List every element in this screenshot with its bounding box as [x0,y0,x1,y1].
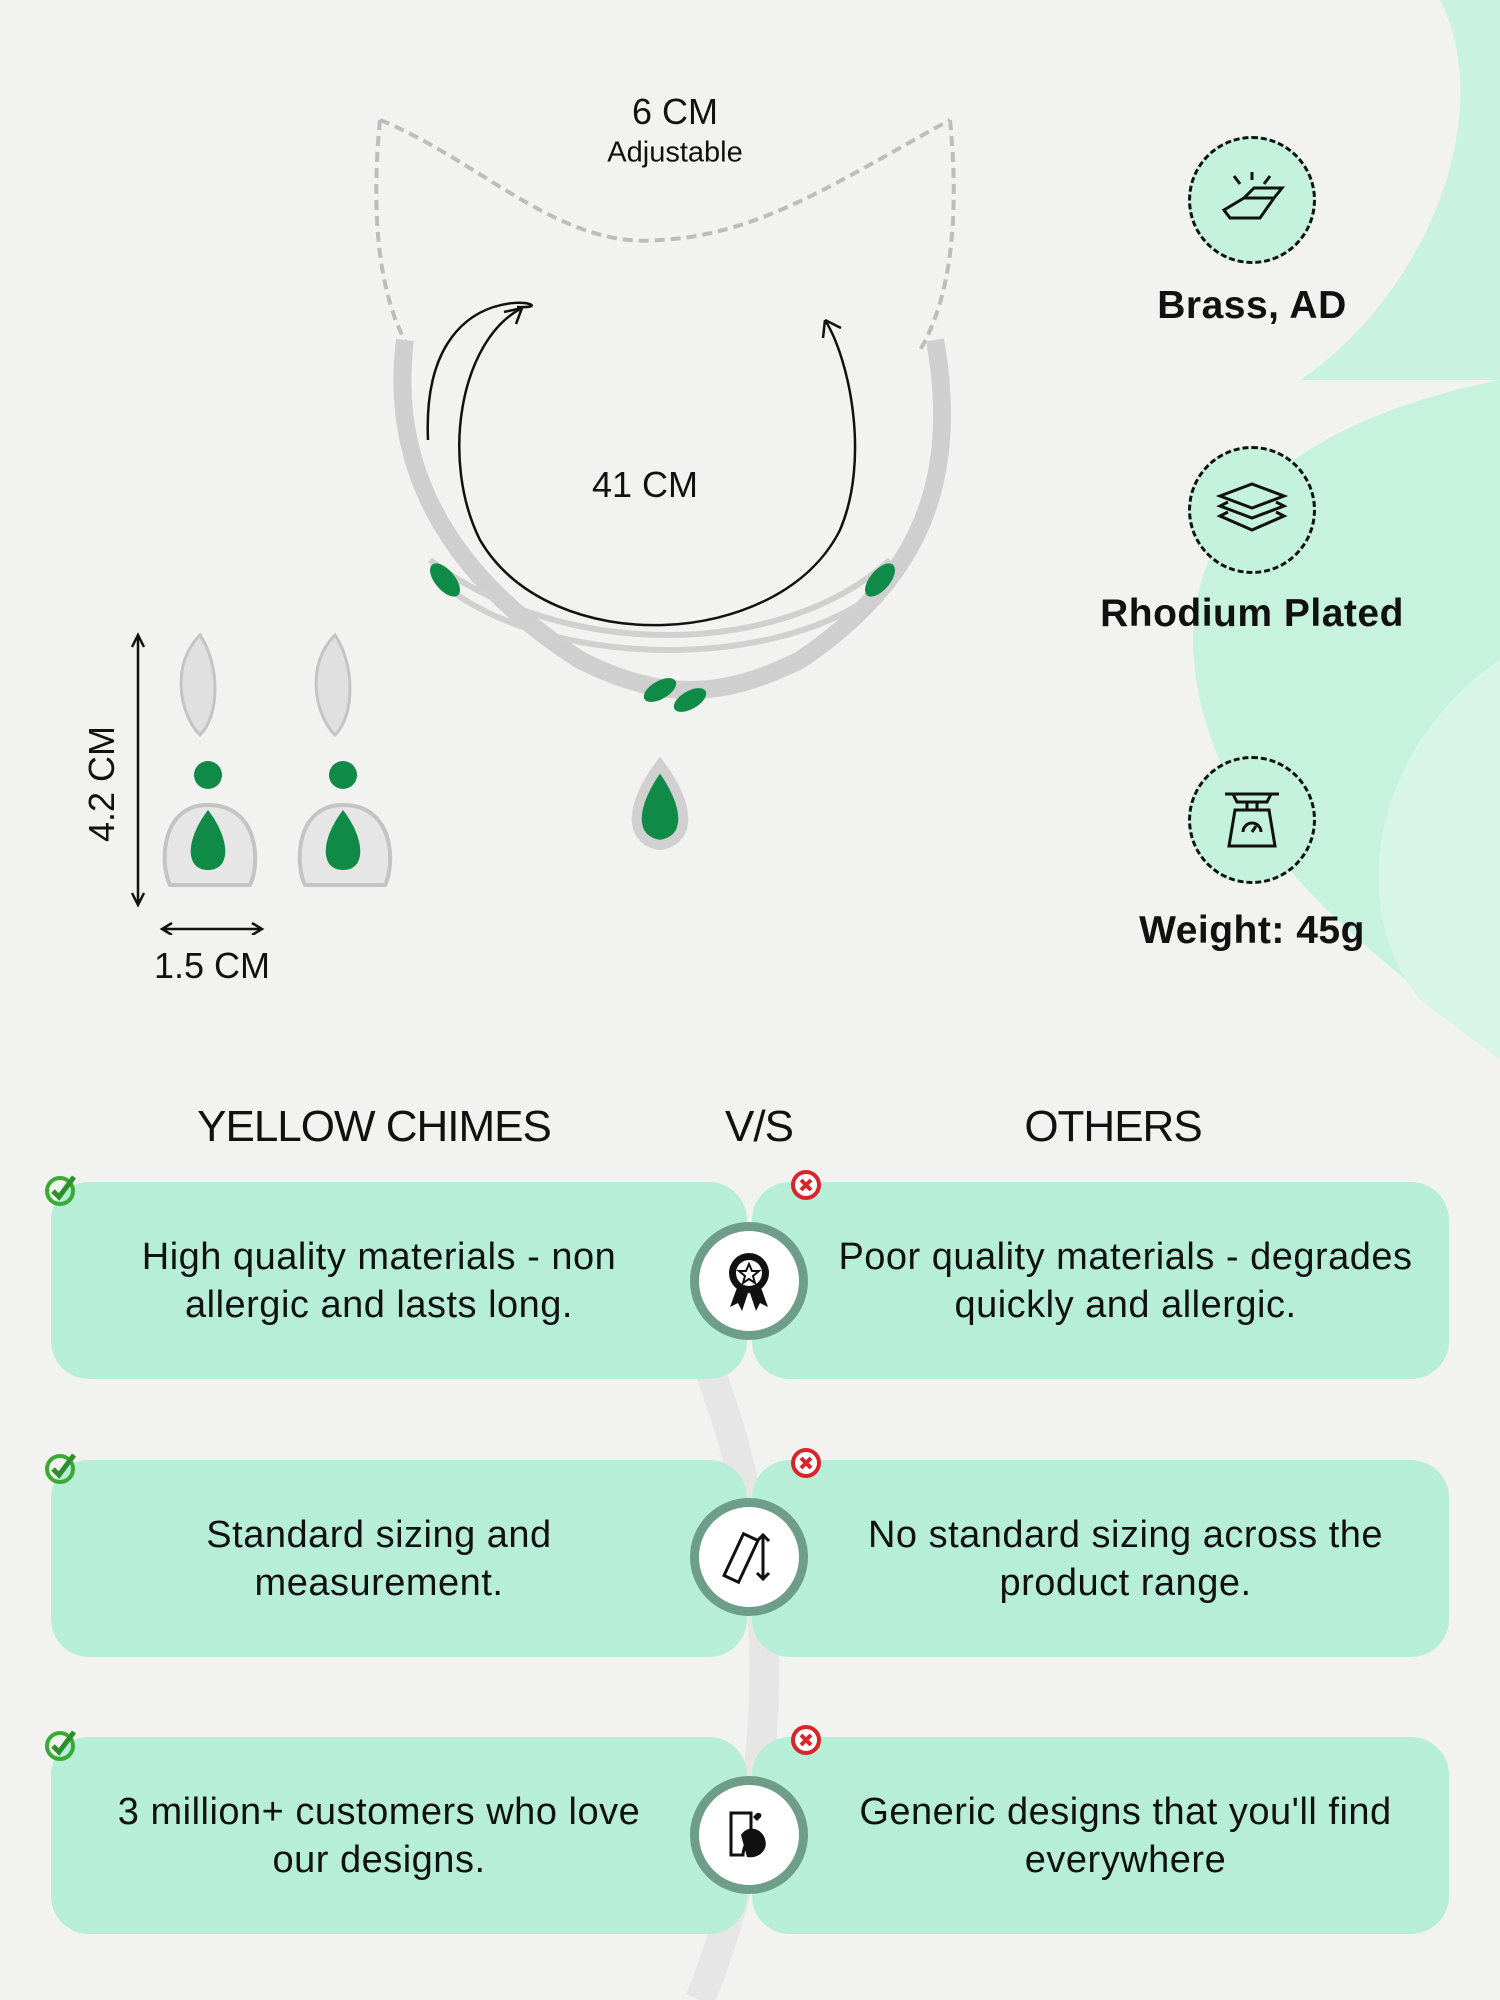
others-card: Generic designs that you'll find everywh… [752,1737,1449,1934]
ours-text: 3 million+ customers who love our design… [117,1790,641,1881]
weighing-scale-icon [1188,756,1316,884]
check-icon [45,1175,76,1206]
check-icon [45,1730,76,1761]
cross-icon [791,1170,821,1200]
ours-text: Standard sizing and measurement. [206,1513,552,1604]
ruler-icon [690,1498,808,1616]
others-text: Poor quality materials - degrades quickl… [838,1235,1413,1326]
earring-height-label: 4.2 CM [81,725,122,843]
earring-width-label: 1.5 CM [153,945,271,986]
header-others: OTHERS [1024,1102,1202,1151]
header-vs: V/S [725,1102,794,1151]
cross-icon [791,1725,821,1755]
ours-card: Standard sizing and measurement. [51,1460,747,1657]
necklace-length-label: 41 CM [591,464,699,505]
feature-weight: Weight: 45g [1139,909,1365,952]
award-badge-icon [690,1222,808,1340]
necklace-image [374,118,956,851]
others-text: No standard sizing across the product ra… [867,1513,1384,1604]
ours-card: High quality materials - non allergic an… [51,1182,747,1379]
ours-text: High quality materials - non allergic an… [141,1235,617,1326]
feature-material: Brass, AD [1157,284,1347,327]
customer-love-icon [690,1776,808,1894]
chain-adjustable-label: Adjustable [607,136,743,169]
earrings-image [130,632,393,935]
layers-icon [1188,446,1316,574]
check-icon [45,1453,76,1484]
ours-card: 3 million+ customers who love our design… [51,1737,747,1934]
others-text: Generic designs that you'll find everywh… [859,1790,1392,1881]
others-card: No standard sizing across the product ra… [752,1460,1449,1657]
others-card: Poor quality materials - degrades quickl… [752,1182,1449,1379]
gold-bars-icon [1188,136,1316,264]
length-arc [458,306,857,627]
cross-icon [791,1448,821,1478]
header-yellow-chimes: YELLOW CHIMES [197,1102,552,1151]
chain-extension-label: 6 CM [631,91,719,132]
feature-plating: Rhodium Plated [1100,592,1404,635]
